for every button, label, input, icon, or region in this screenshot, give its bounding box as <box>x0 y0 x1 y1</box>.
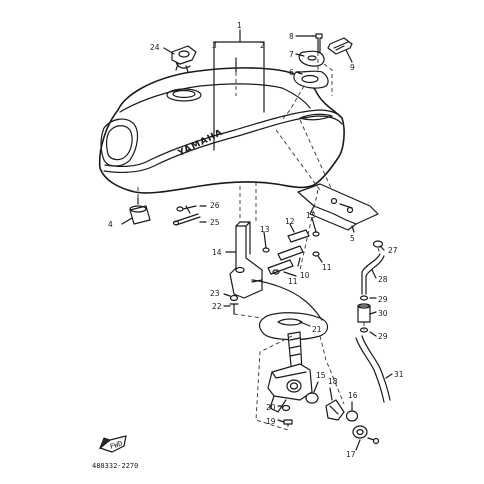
rubber-damper <box>129 197 151 225</box>
fuel-line-assembly <box>355 240 391 403</box>
callout-5: 5 <box>350 234 355 243</box>
callout-22: 22 <box>212 302 222 311</box>
front-direction-arrow: FWD <box>98 435 127 453</box>
callout-16: 16 <box>348 391 358 400</box>
callout-2: 2 <box>260 41 265 50</box>
callout-numbers: 1 2 3 4 5 6 7 8 9 10 11 11 12 13 13 14 1… <box>108 21 404 459</box>
callout-13b: 13 <box>260 225 270 234</box>
callout-30: 30 <box>378 309 388 318</box>
callout-18: 18 <box>328 377 338 386</box>
callout-17: 17 <box>346 450 356 459</box>
front-arrow-label: FWD <box>109 440 124 452</box>
callout-23: 23 <box>210 289 220 298</box>
callout-11: 11 <box>288 277 298 286</box>
callout-10: 10 <box>300 271 310 280</box>
callout-6: 6 <box>289 68 294 77</box>
callout-24: 24 <box>150 43 160 52</box>
callout-11b: 11 <box>322 263 332 272</box>
callout-25: 25 <box>210 218 220 227</box>
callout-21: 21 <box>312 325 322 334</box>
callout-8: 8 <box>289 32 294 41</box>
callout-28: 28 <box>378 275 388 284</box>
cock-stay <box>229 221 263 299</box>
fuel-hoses-and-clips <box>251 229 323 321</box>
callout-20: 20 <box>266 403 276 412</box>
callout-27: 27 <box>388 246 398 255</box>
callout-7: 7 <box>289 50 294 59</box>
assembly-guide-lines <box>137 52 381 431</box>
callout-1: 1 <box>237 21 242 30</box>
fuel-cap <box>171 45 197 73</box>
rear-mount-bracket <box>297 183 379 231</box>
callout-13: 13 <box>306 211 316 220</box>
callout-4: 4 <box>108 220 113 229</box>
callout-19: 19 <box>266 417 276 426</box>
callout-15: 15 <box>316 371 326 380</box>
callout-26: 26 <box>210 201 220 210</box>
drawing-reference: 488332-2270 <box>92 462 138 470</box>
callout-31: 31 <box>394 370 404 379</box>
callout-29: 29 <box>378 295 388 304</box>
callout-3: 3 <box>212 41 217 50</box>
tank-brand-text: YAMAHA <box>176 128 225 160</box>
callout-leaders <box>121 35 393 451</box>
callout-9: 9 <box>350 63 355 72</box>
callout-14: 14 <box>212 248 222 257</box>
fuel-cock-assembly <box>229 294 380 445</box>
tank-mount-parts <box>293 33 353 89</box>
callout-29b: 29 <box>378 332 388 341</box>
hose-clip-parts <box>172 205 201 226</box>
callout-12: 12 <box>285 217 295 226</box>
